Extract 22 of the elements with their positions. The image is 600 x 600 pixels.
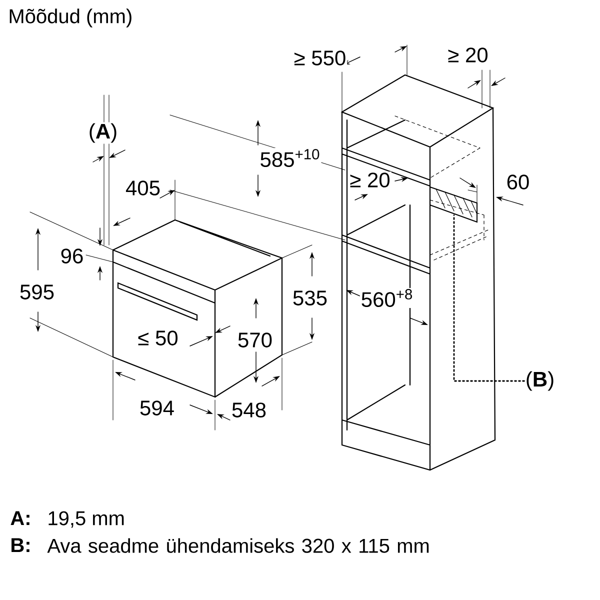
callout-label: (B) — [526, 371, 554, 391]
leader-line — [453, 214, 525, 382]
note-text: 19,5 mm — [48, 511, 124, 528]
dimension-label: 585$^{+10}$ — [258, 148, 322, 168]
dimension-label: ≥ 550 — [292, 50, 348, 66]
dimension-label: 595 — [18, 284, 56, 300]
dimension-label: 560$^{+8}$ — [360, 288, 414, 308]
dimension-label: ≥ 20 — [348, 172, 392, 188]
dimension-label: 548 — [230, 402, 268, 418]
dimension-label: ≥ 20 — [446, 46, 490, 64]
note-text: Ava seadme ühendamiseks 320 x 115 mm — [47, 538, 429, 553]
note-key: A: — [10, 511, 30, 525]
note-key: B: — [12, 538, 30, 552]
dimension-label: 405 — [124, 180, 162, 196]
title: Mõõdud (mm) — [10, 8, 132, 28]
dimension-label: 535 — [291, 290, 329, 306]
dimension-label: 570 — [236, 332, 274, 348]
callout-label: (A) — [87, 122, 119, 144]
dimension-label: 96 — [59, 248, 85, 264]
dimension-label: ≤ 50 — [136, 330, 180, 346]
dimension-label: 594 — [138, 400, 176, 416]
dimension-label: 60 — [505, 174, 531, 190]
